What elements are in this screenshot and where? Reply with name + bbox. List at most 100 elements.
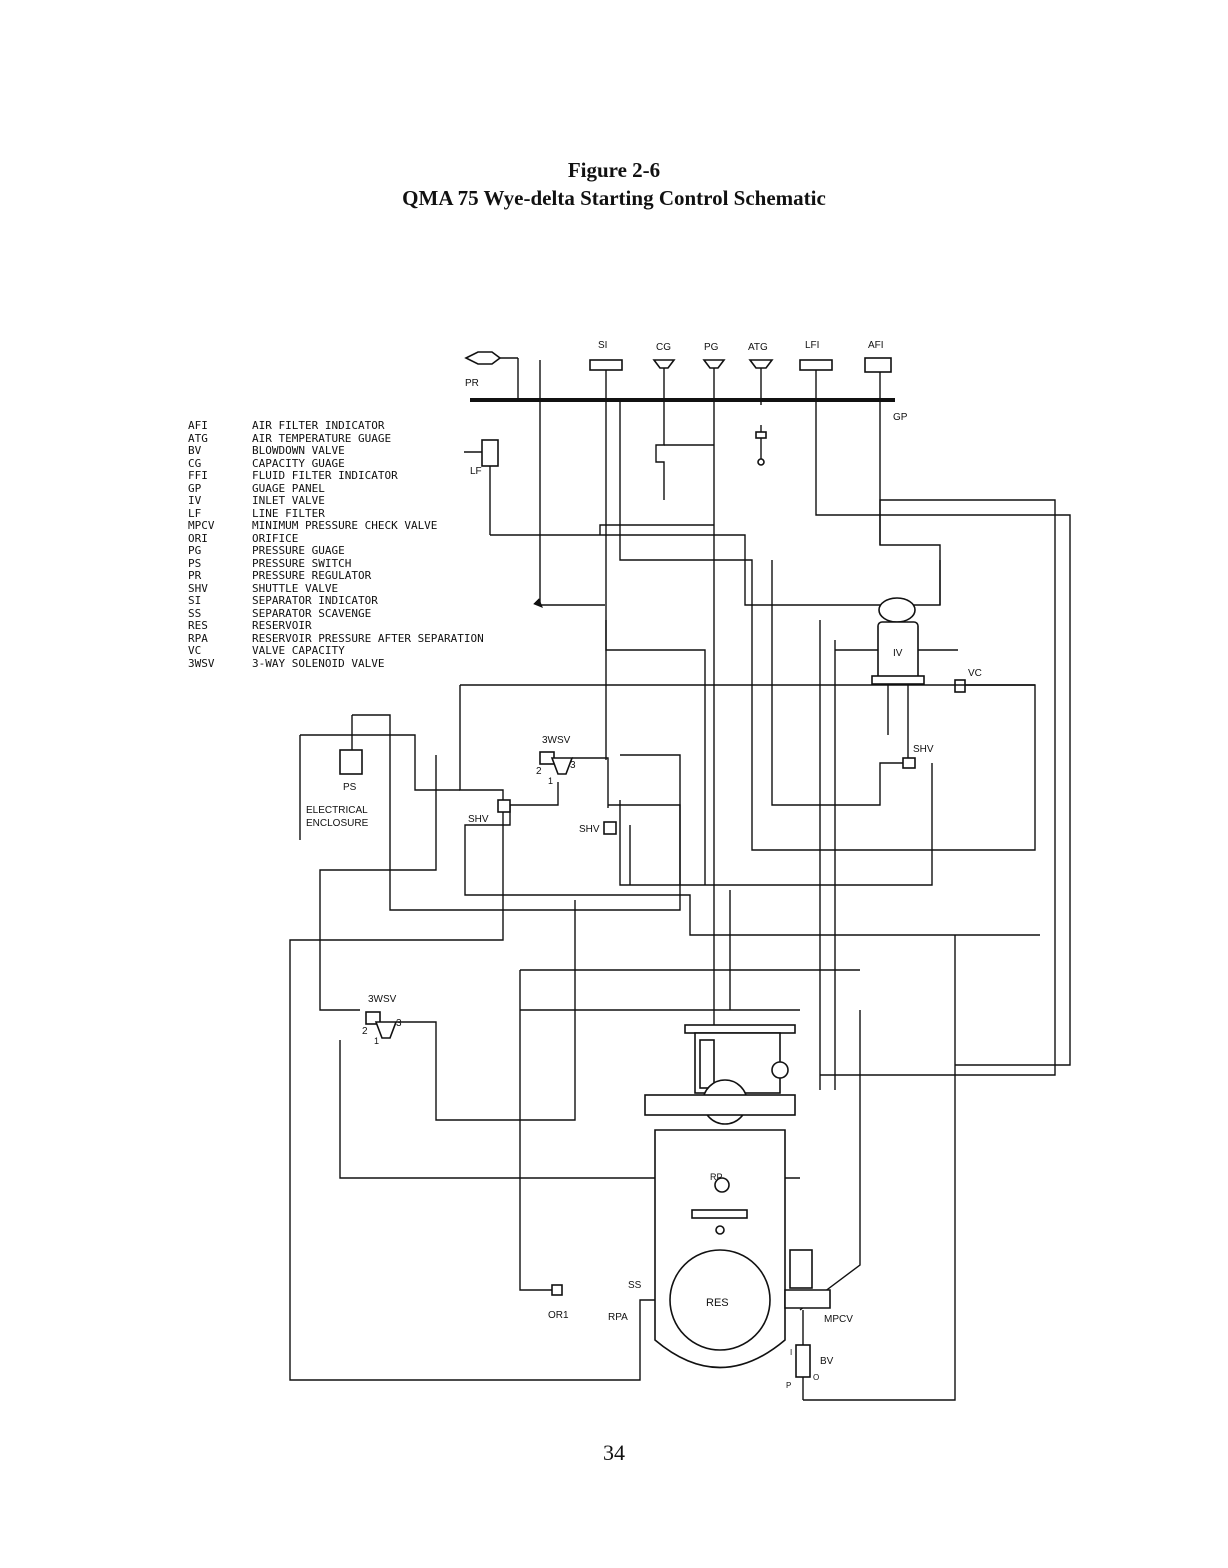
label-shv-right: SHV xyxy=(913,744,934,755)
label-vc: VC xyxy=(968,668,982,679)
legend-desc: SHUTTLE VALVE xyxy=(252,581,339,595)
legend-abbr: MPCV xyxy=(188,519,215,532)
label-si: SI xyxy=(598,340,607,351)
legend-desc: LINE FILTER xyxy=(252,506,325,520)
legend-row: PG PRESSURE GUAGE xyxy=(188,544,484,558)
legend-abbr: AFI xyxy=(188,419,208,432)
legend-row: 3WSV 3-WAY SOLENOID VALVE xyxy=(188,656,484,671)
legend-desc: PRESSURE GUAGE xyxy=(252,544,345,557)
legend-desc: BLOWDOWN VALVE xyxy=(252,444,345,457)
pressure-regulator xyxy=(464,351,519,400)
label-gp: GP xyxy=(893,412,908,423)
label-shv-left: SHV xyxy=(468,814,489,825)
capacity-gauge xyxy=(652,359,676,400)
three-way-solenoid-valve-bottom xyxy=(365,1011,398,1039)
label-3wsv-top: 3WSV xyxy=(542,735,571,746)
air-filter-indicator xyxy=(864,357,892,400)
legend-row: SI SEPARATOR INDICATOR xyxy=(188,594,484,608)
legend-abbr: PR xyxy=(188,569,202,582)
port-top-3: 3 xyxy=(570,760,576,771)
label-shv-mid: SHV xyxy=(579,824,600,835)
legend-row: MPCV MINIMUM PRESSURE CHECK VALVE xyxy=(188,519,484,533)
legend-abbr: LF xyxy=(188,506,202,520)
three-way-solenoid-valve-top xyxy=(539,751,574,775)
legend-row: ATG AIR TEMPERATURE GUAGE xyxy=(188,431,484,446)
label-3wsv-bottom: 3WSV xyxy=(368,994,397,1005)
legend-desc: MINIMUM PRESSURE CHECK VALVE xyxy=(252,519,438,532)
fluid-filter-indicator xyxy=(799,359,833,400)
legend-abbr: PS xyxy=(188,556,202,570)
orifice xyxy=(551,1284,563,1296)
port-top-1: 1 xyxy=(548,776,553,786)
legend-desc: ORIFICE xyxy=(252,531,299,545)
legend-desc: INLET VALVE xyxy=(252,494,325,507)
label-bv-o: O xyxy=(813,1373,819,1382)
separator-head xyxy=(644,1024,796,1125)
legend-abbr: SS xyxy=(188,606,202,620)
figure-caption: QMA 75 Wye-delta Starting Control Schema… xyxy=(402,186,826,210)
legend-desc: AIR TEMPERATURE GUAGE xyxy=(252,431,392,445)
valve-capacity xyxy=(954,679,966,693)
label-pr: PR xyxy=(465,378,479,389)
legend-row: IV INLET VALVE xyxy=(188,494,484,508)
label-ss: SS xyxy=(628,1280,642,1291)
page-number: 34 xyxy=(603,1440,625,1465)
legend-abbr: 3WSV xyxy=(188,656,215,670)
legend-abbr: BV xyxy=(188,444,202,457)
legend-row: RPA RESERVOIR PRESSURE AFTER SEPARATION xyxy=(188,631,484,646)
separator-indicator xyxy=(589,359,623,400)
legend-abbr: CG xyxy=(188,456,202,470)
label-atg: ATG xyxy=(748,342,768,353)
legend-desc: PRESSURE SWITCH xyxy=(252,556,352,570)
legend-desc: SEPARATOR INDICATOR xyxy=(252,594,378,607)
legend-row: AFI AIR FILTER INDICATOR xyxy=(188,419,484,433)
legend-row: BV BLOWDOWN VALVE xyxy=(188,444,484,458)
line-filter xyxy=(464,439,499,535)
legend-abbr: SI xyxy=(188,594,202,607)
legend-desc: CAPACITY GUAGE xyxy=(252,456,345,470)
legend-desc: RESERVOIR xyxy=(252,619,312,632)
shuttle-valve-left xyxy=(497,799,511,813)
label-enclosure: ENCLOSURE xyxy=(306,818,369,829)
inlet-valve xyxy=(835,597,958,760)
legend-row: SS SEPARATOR SCAVENGE xyxy=(188,606,484,621)
legend-desc: SEPARATOR SCAVENGE xyxy=(252,606,372,620)
label-iv: IV xyxy=(893,648,903,659)
label-bv-p: P xyxy=(786,1381,791,1390)
pressure-gauge xyxy=(702,359,726,400)
label-lf: LF xyxy=(470,466,482,477)
port-bot-1: 1 xyxy=(374,1036,379,1046)
legend-desc: GUAGE PANEL xyxy=(252,481,325,495)
legend-row: LF LINE FILTER xyxy=(188,506,484,521)
label-lfi: LFI xyxy=(805,340,819,351)
legend-desc: RESERVOIR PRESSURE AFTER SEPARATION xyxy=(252,631,484,645)
legend-abbr: IV xyxy=(188,494,202,507)
label-ps: PS xyxy=(343,782,357,793)
legend-row: PS PRESSURE SWITCH xyxy=(188,556,484,571)
label-pg: PG xyxy=(704,342,719,353)
legend-desc: 3-WAY SOLENOID VALVE xyxy=(252,656,385,670)
shuttle-valve-right xyxy=(902,757,916,769)
legend-abbr: RPA xyxy=(188,631,208,645)
label-afi: AFI xyxy=(868,340,884,351)
legend-abbr: ATG xyxy=(188,431,208,445)
port-top-2: 2 xyxy=(536,766,542,777)
legend-abbr: SHV xyxy=(188,581,208,595)
legend-desc: FLUID FILTER INDICATOR xyxy=(252,469,398,482)
legend-abbr: VC xyxy=(188,644,202,657)
legend-abbr: PG xyxy=(188,544,202,557)
legend-row: CG CAPACITY GUAGE xyxy=(188,456,484,471)
legend-desc: AIR FILTER INDICATOR xyxy=(252,419,385,432)
blowdown-valve xyxy=(795,1310,811,1400)
label-rpa: RPA xyxy=(608,1312,628,1323)
minimum-pressure-check-valve xyxy=(784,1249,831,1309)
legend-row: SHV SHUTTLE VALVE xyxy=(188,581,484,596)
reservoir-tank xyxy=(654,1129,786,1369)
